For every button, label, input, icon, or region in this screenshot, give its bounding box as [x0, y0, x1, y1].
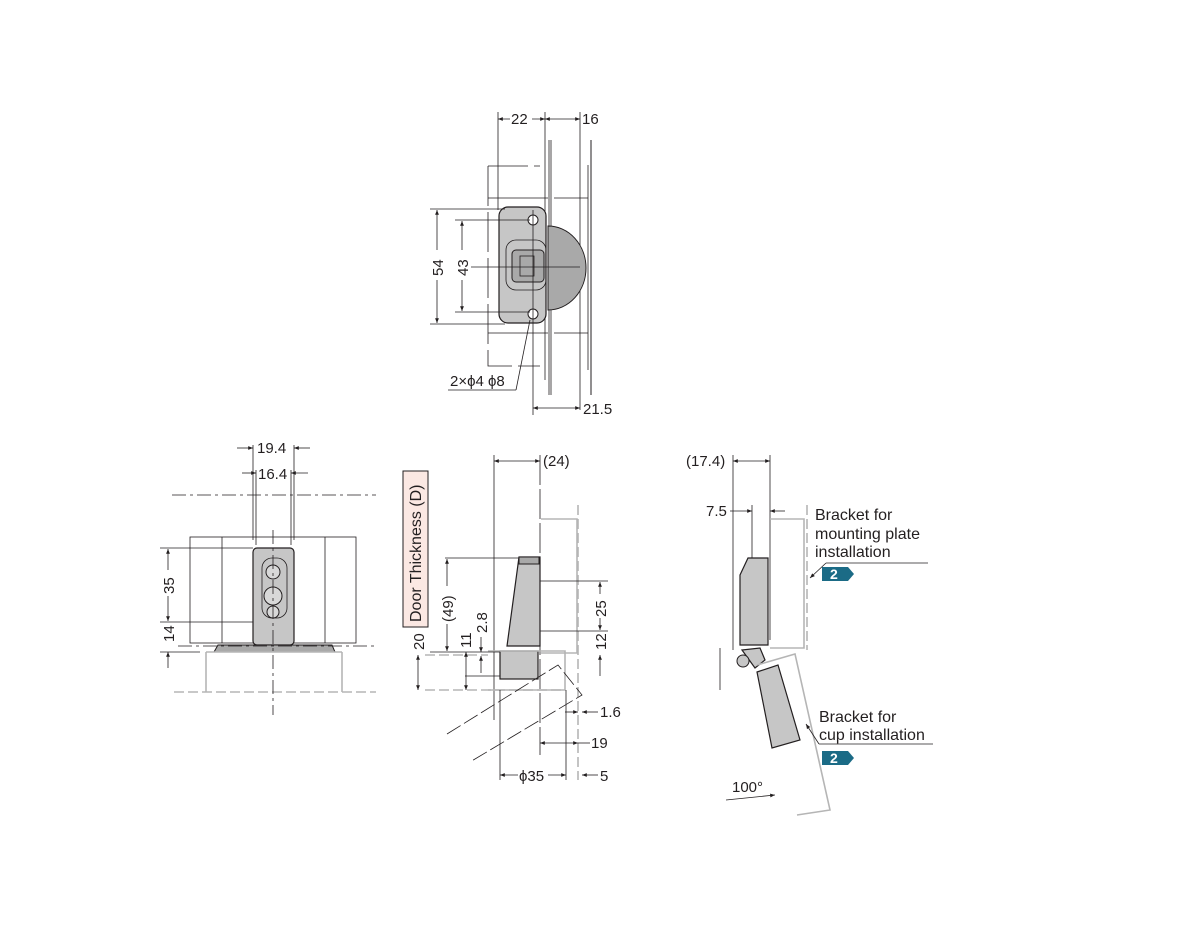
top-view: 22 16 54 43 2×: [428, 110, 612, 418]
callout-1-line2: mounting plate: [815, 526, 920, 543]
dim-14: 14: [161, 625, 178, 642]
dim-12: 12: [593, 633, 610, 650]
dim-35: 35: [161, 577, 178, 594]
dim-19: 19: [591, 735, 608, 752]
callout-2-line1: Bracket for: [819, 709, 897, 726]
svg-text:2: 2: [830, 750, 838, 766]
side-view: Door Thickness (D) (24) (49) 20 11 2.8: [402, 453, 621, 785]
door-thickness-label: Door Thickness (D): [408, 484, 425, 622]
door-thickness-box: [402, 470, 429, 628]
dim-angle: 100°: [732, 779, 763, 796]
dim-5: 5: [600, 768, 608, 785]
dim-17-4: (17.4): [686, 453, 725, 470]
dim-25: 25: [593, 600, 610, 617]
dim-54: 54: [430, 259, 447, 276]
dim-1-6: 1.6: [600, 704, 621, 721]
svg-text:2: 2: [830, 566, 838, 582]
dim-11: 11: [458, 632, 475, 648]
dim-24: (24): [543, 453, 570, 470]
callout-2-line2: cup installation: [819, 727, 925, 744]
dim-21-5: 21.5: [583, 401, 612, 418]
dim-19-4: 19.4: [257, 440, 286, 457]
dim-holes: 2×ϕ4 ϕ8: [450, 373, 505, 390]
callout-1-line3: installation: [815, 544, 891, 561]
dim-2-8: 2.8: [474, 612, 491, 633]
dim-16: 16: [582, 111, 599, 128]
dim-43: 43: [455, 259, 472, 276]
badge-link-1[interactable]: 2: [822, 566, 854, 582]
dim-cup-dia: ϕ35: [519, 768, 544, 785]
callout-1-line1: Bracket for: [815, 507, 893, 524]
dim-22: 22: [511, 111, 528, 128]
dim-49: (49): [440, 595, 457, 622]
dim-20: 20: [411, 633, 428, 650]
open-view: (17.4) 7.5 100° Bracket for mounting pla…: [686, 453, 933, 816]
badge-link-2[interactable]: 2: [822, 750, 854, 766]
dim-7-5: 7.5: [706, 503, 727, 520]
svg-text:16.4: 16.4: [258, 466, 287, 483]
front-view: 19.4 16.4 35 14: [160, 440, 376, 715]
